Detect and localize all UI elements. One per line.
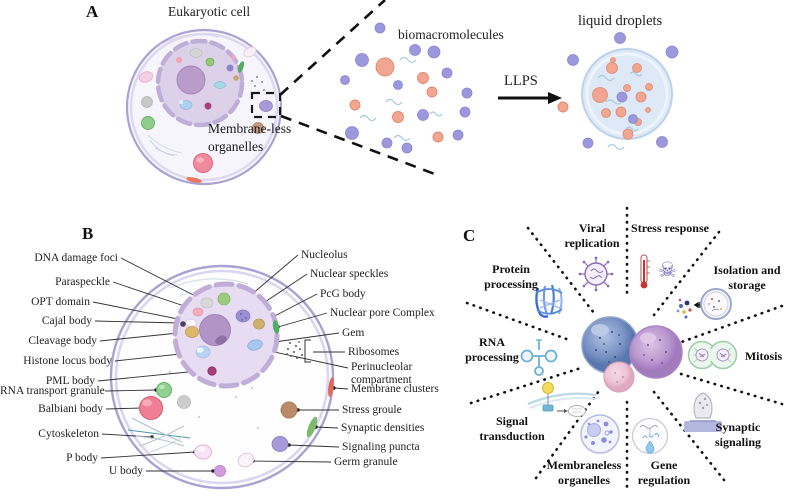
dna-damage-foci xyxy=(200,297,214,309)
label-nucleolus: Nucleolus xyxy=(301,249,348,261)
rna-strands xyxy=(359,56,443,142)
panel-b-illustration xyxy=(92,254,349,490)
label-p-body: P body xyxy=(66,452,98,464)
synaptic-densities xyxy=(306,416,318,438)
trna-icon xyxy=(520,339,558,376)
label-dna-damage-foci: DNA damage foci xyxy=(34,252,118,264)
gene-regulation-icon xyxy=(631,417,669,455)
liquid-droplets-label: liquid droplets xyxy=(578,13,663,29)
opt-domain xyxy=(185,318,197,327)
label-rna-transport-granule: RNA transport granule xyxy=(0,385,105,397)
label-membrane-clusters: Membrane clusters xyxy=(351,383,439,395)
label-opt-domain: OPT domain xyxy=(31,296,90,308)
panel-a-illustration xyxy=(125,0,679,186)
storage-vesicle xyxy=(700,288,732,320)
signaling-puncta xyxy=(271,436,289,452)
ribosomes-bracket xyxy=(304,339,311,363)
liquid-droplet-graphic xyxy=(557,32,679,151)
label-signaling-puncta: Signaling puncta xyxy=(342,441,420,453)
eukaryotic-cell-graphic xyxy=(125,28,283,186)
panel-c-letter: C xyxy=(463,226,476,245)
sector-protein-processing: Protein processing xyxy=(484,262,538,291)
label-cleavage-body: Cleavage body xyxy=(28,335,97,347)
label-cajal-body: Cajal body xyxy=(41,315,92,327)
zoom-cone-bottom xyxy=(280,114,441,178)
pcg-body xyxy=(253,318,265,330)
molecule-cluster xyxy=(676,298,692,319)
label-balbiani-body: Balbiani body xyxy=(38,403,103,415)
label-paraspeckle: Paraspeckle xyxy=(55,276,110,288)
perinucleolar-compartment xyxy=(215,335,227,345)
label-pcg-body: PcG body xyxy=(320,288,366,300)
label-perinucleolar-compartment: Perinucleolar compartment xyxy=(351,361,413,387)
membraneless-organelles-icon xyxy=(580,414,620,454)
sector-viral-replication: Viral replication xyxy=(564,221,620,250)
label-pml-body: PML body xyxy=(45,375,95,387)
nuclear-speckles xyxy=(235,309,251,323)
label-histone-locus-body: Histone locus body xyxy=(23,355,112,367)
sector-gene-regulation: Gene regulation xyxy=(637,458,691,487)
biomacromolecules-label: biomacromolecules xyxy=(398,27,504,42)
paraspeckle xyxy=(192,307,204,317)
nuclear-pore-complex xyxy=(272,320,280,334)
label-synaptic-densities: Synaptic densities xyxy=(341,422,425,434)
panel-a-letter: A xyxy=(86,2,99,21)
llps-arrow xyxy=(498,92,562,104)
skull-icon: ☠ xyxy=(658,258,677,282)
u-body xyxy=(214,465,226,477)
biomacromolecules-graphic xyxy=(340,22,473,154)
gem xyxy=(247,339,263,351)
thermometer-icon xyxy=(640,254,650,289)
nuclear-organelles xyxy=(180,292,280,376)
panel-c-illustration xyxy=(465,206,784,494)
pml-body xyxy=(207,366,217,376)
synapse-icon xyxy=(684,392,722,432)
sector-isolation-storage: Isolation and storage xyxy=(713,263,781,292)
label-cytoskeleton: Cytoskeleton xyxy=(38,428,99,440)
sector-rna-processing: RNA processing xyxy=(465,335,519,364)
signal-transduction-icon xyxy=(527,382,597,417)
llps-label: LLPS xyxy=(504,73,538,89)
cytoplasm-organelles xyxy=(127,339,334,477)
cyto-speckles xyxy=(169,371,259,429)
eukaryotic-cell-title: Eukaryotic cell xyxy=(168,4,251,19)
balbiani-body xyxy=(138,395,164,421)
central-condensates xyxy=(581,316,683,393)
sector-signal-transduction: Signal transduction xyxy=(479,414,545,443)
germ-granule xyxy=(237,452,255,468)
cleavage-body xyxy=(185,326,199,338)
label-nuclear-speckles: Nuclear speckles xyxy=(310,268,389,280)
sector-synaptic-signaling: Synaptic signaling xyxy=(714,420,762,449)
sector-divider-lines xyxy=(465,206,784,494)
sector-stress-response: Stress response xyxy=(631,221,709,235)
ribosomes xyxy=(286,341,303,359)
membraneless-organelles-label: Membrane-less organelles xyxy=(208,121,292,154)
label-ribosomes: Ribosomes xyxy=(348,346,400,358)
panel-b-letter: B xyxy=(82,224,94,243)
stress-granule xyxy=(280,401,298,419)
label-gem: Gem xyxy=(342,327,365,339)
label-stress-granule: Stress groule xyxy=(342,404,402,416)
zoom-cone-top xyxy=(279,0,386,96)
sector-membraneless-organelles: Membraneless organelles xyxy=(546,458,622,487)
label-nuclear-pore-complex: Nuclear pore Complex xyxy=(330,307,435,319)
label-u-body: U body xyxy=(108,465,143,477)
sector-mitosis: Mitosis xyxy=(744,349,783,363)
cytoskeleton xyxy=(127,417,191,453)
label-germ-granule: Germ granule xyxy=(334,456,398,468)
virus-icon xyxy=(578,256,614,292)
rna-transport-granule xyxy=(156,382,172,398)
zoom-square xyxy=(250,91,282,119)
isolation-storage-icon xyxy=(676,288,732,320)
mitosis-icon xyxy=(687,340,738,370)
membrane-clusters xyxy=(328,377,334,397)
protein-icon xyxy=(535,284,563,318)
cajal-body xyxy=(180,321,186,327)
